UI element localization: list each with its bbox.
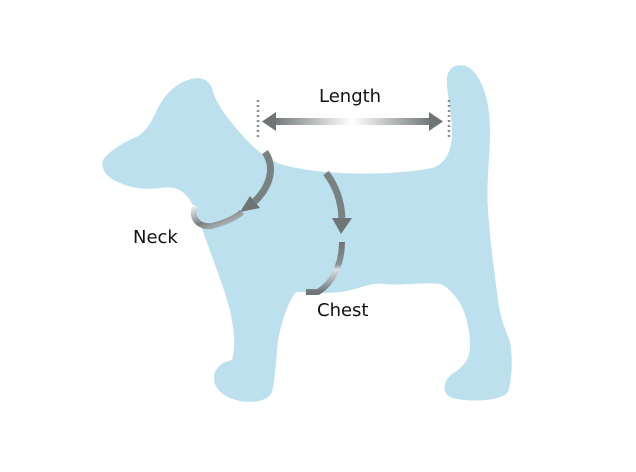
- dog-silhouette: [102, 65, 512, 402]
- length-arrow: [262, 112, 443, 131]
- neck-arrow: [190, 150, 275, 230]
- length-label: Length: [319, 86, 382, 107]
- neck-label: Neck: [133, 227, 178, 248]
- chest-label: Chest: [317, 300, 369, 321]
- chest-arrow: [306, 170, 352, 295]
